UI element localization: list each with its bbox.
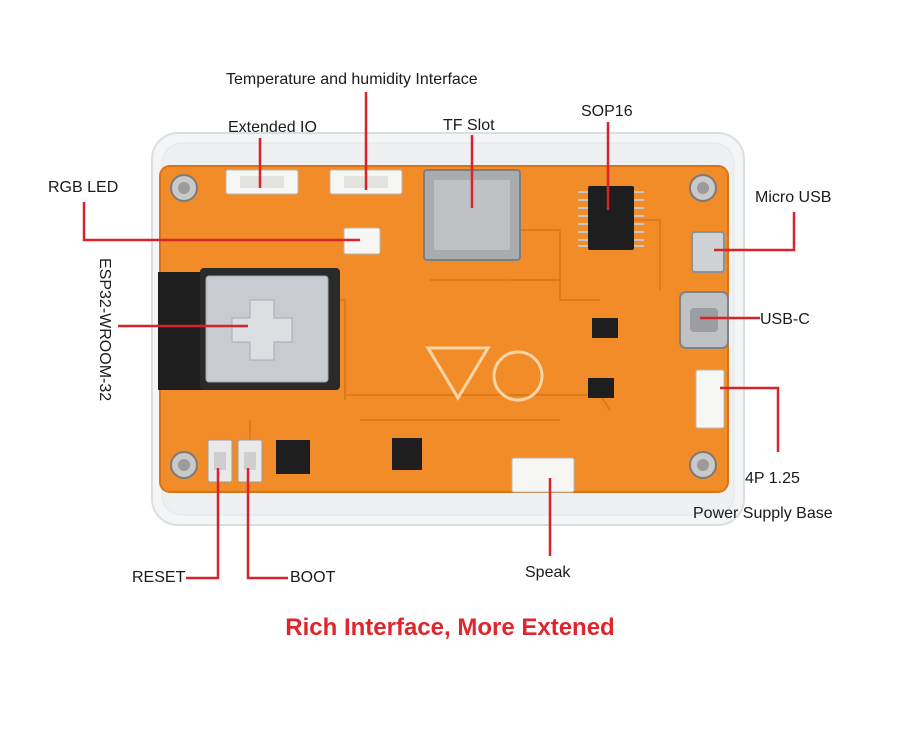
- micro-usb-port: [691, 231, 725, 273]
- leader-micro-usb: [714, 212, 796, 252]
- leader-power-supply: [720, 386, 780, 452]
- label-boot: BOOT: [290, 569, 336, 586]
- screw-icon: [170, 174, 717, 479]
- label-sop16: SOP16: [581, 103, 633, 120]
- label-extended-io: Extended IO: [228, 119, 317, 136]
- label-power-line1: 4P 1.25: [745, 470, 800, 487]
- headline: Rich Interface, More Extened: [285, 614, 615, 641]
- label-power-line2: Power Supply Base: [693, 505, 833, 522]
- label-usb-c: USB-C: [760, 311, 810, 328]
- label-rgb-led: RGB LED: [48, 179, 119, 196]
- label-tf-slot: TF Slot: [443, 117, 495, 134]
- leader-boot: [246, 468, 288, 580]
- reset-button-part: [207, 439, 233, 483]
- leader-rgb-led: [82, 202, 360, 242]
- small-chip: [592, 318, 618, 338]
- speaker-connector: [511, 457, 575, 493]
- small-chip: [276, 440, 310, 474]
- leader-lines: [82, 92, 796, 580]
- small-chip: [588, 378, 614, 398]
- boot-button-part: [237, 439, 263, 483]
- label-temp-humidity: Temperature and humidity Interface: [226, 71, 478, 88]
- esp32-module: [200, 268, 340, 390]
- leader-reset: [186, 468, 220, 580]
- extended-io-connector: [225, 169, 299, 195]
- sop16-chip: [578, 186, 644, 250]
- silkscreen-logo: [425, 346, 544, 402]
- label-speak: Speak: [525, 564, 571, 581]
- power-supply-base: [695, 369, 725, 429]
- esp32-antenna: [158, 272, 206, 390]
- label-reset: RESET: [132, 569, 186, 586]
- label-micro-usb: Micro USB: [755, 189, 832, 206]
- small-chip: [392, 438, 422, 470]
- label-esp32: ESP32-WROOM-32: [96, 258, 113, 402]
